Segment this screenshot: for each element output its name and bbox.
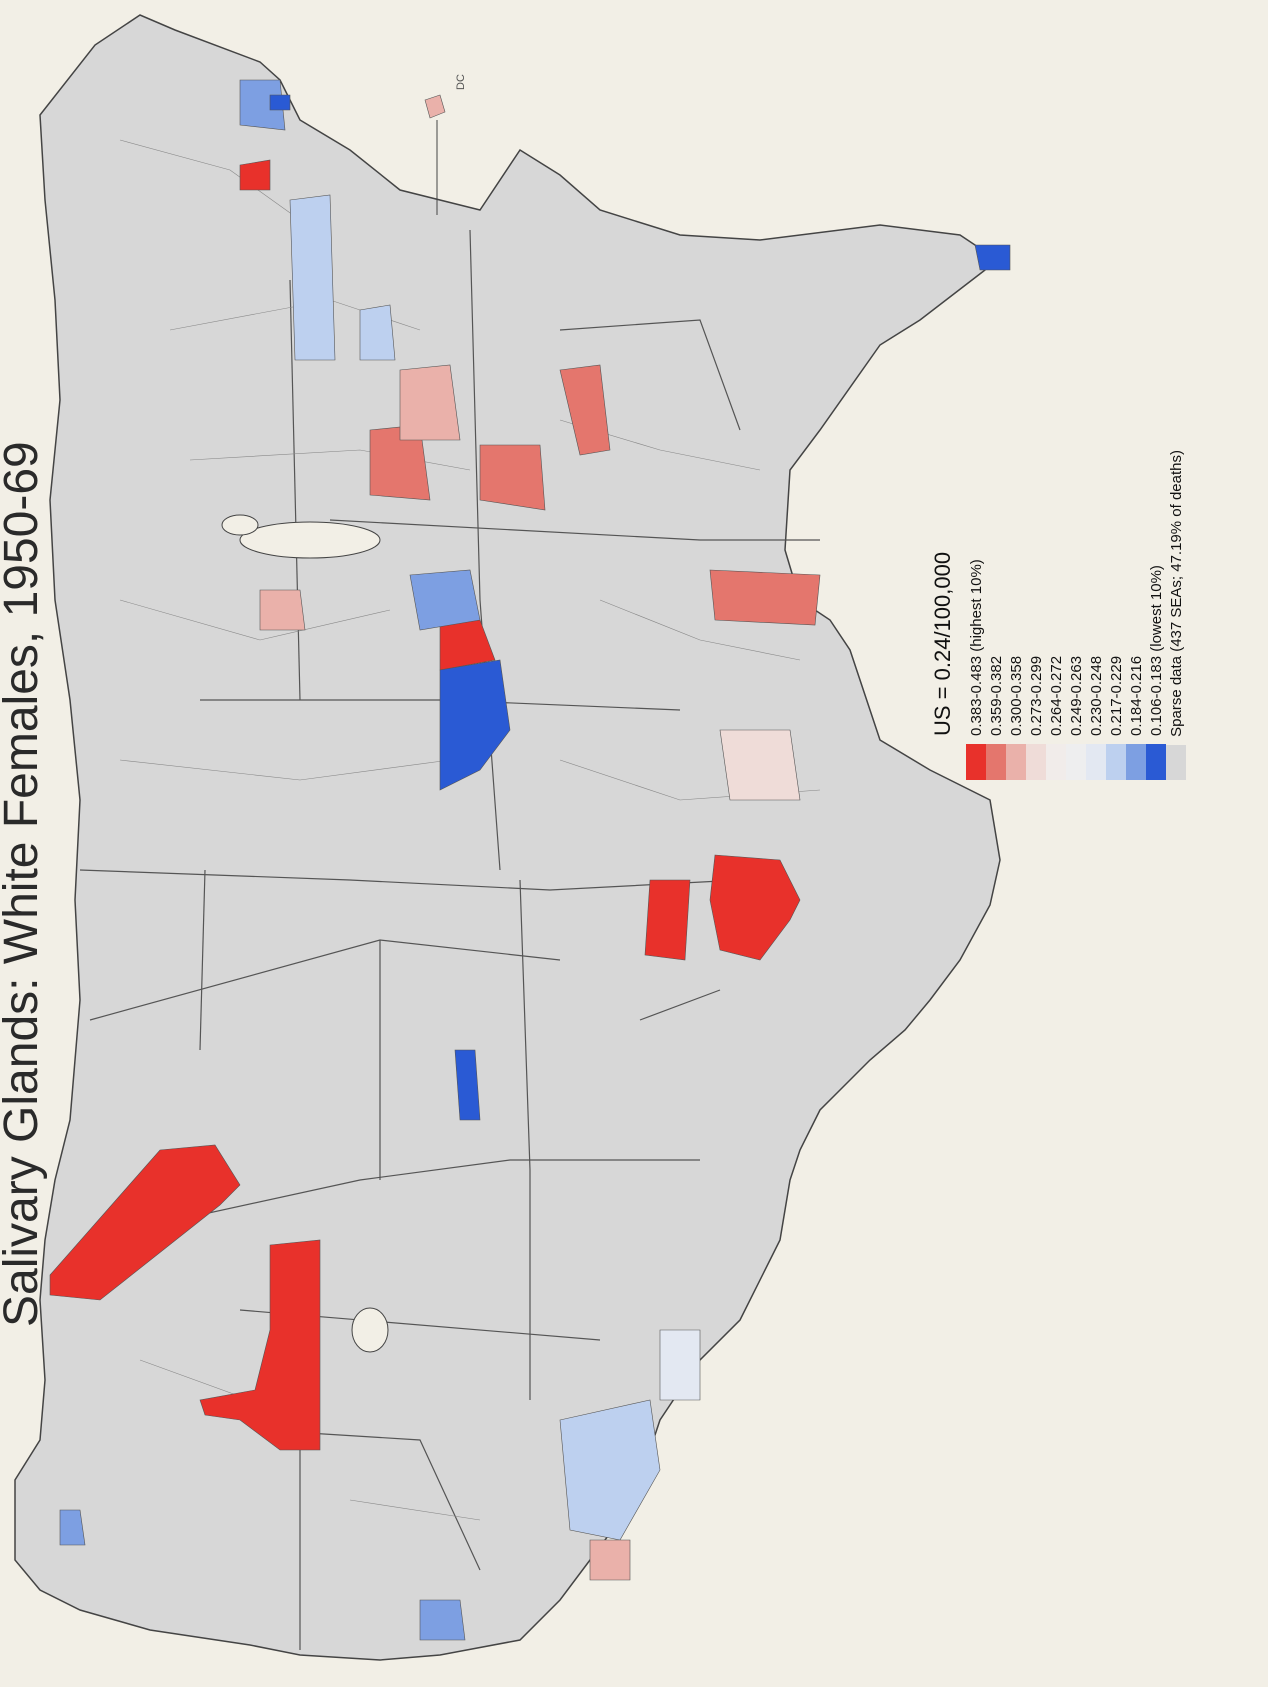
sea-light-red xyxy=(399,364,461,441)
sea-blue xyxy=(454,1049,481,1121)
legend-title: US = 0.24/100,000 xyxy=(930,551,955,736)
legend-label: 0.264-0.272 xyxy=(1047,655,1065,736)
legend-item: 0.249-0.263 xyxy=(1066,450,1086,780)
sea-pale-red xyxy=(719,729,801,801)
legend-swatch xyxy=(1046,744,1066,780)
sea-light-red xyxy=(259,589,306,631)
sea-blue xyxy=(269,94,291,111)
us-outline xyxy=(14,14,1001,1661)
legend-item: 0.273-0.299 xyxy=(1026,450,1046,780)
sea-light-blue xyxy=(559,1399,661,1541)
legend-label: 0.383-0.483 (highest 10%) xyxy=(967,559,985,736)
legend-label: 0.359-0.382 xyxy=(987,655,1005,736)
sea-blue xyxy=(974,244,1011,271)
sea-mid-red xyxy=(559,364,611,456)
sea-pale xyxy=(659,1329,701,1401)
legend-swatch xyxy=(966,744,986,780)
legend-label: 0.273-0.299 xyxy=(1027,655,1045,736)
sea-mid-blue xyxy=(419,1599,466,1641)
legend-item: 0.184-0.216 xyxy=(1126,450,1146,780)
legend-swatch xyxy=(1166,744,1186,780)
sea-light-blue xyxy=(359,304,396,361)
legend-item: 0.230-0.248 xyxy=(1086,450,1106,780)
sea-red xyxy=(49,1144,241,1301)
sea-mid-red xyxy=(479,444,546,511)
legend-label: 0.217-0.229 xyxy=(1107,655,1125,736)
legend-swatch xyxy=(1066,744,1086,780)
legend-item: 0.106-0.183 (lowest 10%) xyxy=(1146,450,1166,780)
sea-light-blue xyxy=(289,194,336,361)
legend-swatch xyxy=(1126,744,1146,780)
legend-item: 0.217-0.229 xyxy=(1106,450,1126,780)
legend-label: 0.230-0.248 xyxy=(1087,655,1105,736)
sea-red xyxy=(239,159,271,191)
legend-item: Sparse data (437 SEAs; 47.19% of deaths) xyxy=(1166,450,1186,780)
legend-swatch xyxy=(1006,744,1026,780)
legend-label: 0.249-0.263 xyxy=(1067,655,1085,736)
seas xyxy=(49,79,1011,1641)
legend-item: 0.383-0.483 (highest 10%) xyxy=(966,450,986,780)
sea-mid-blue xyxy=(59,1509,86,1546)
legend-swatch xyxy=(1146,744,1166,780)
legend: US = 0.24/100,000 0.383-0.483 (highest 1… xyxy=(930,450,1250,780)
sea-mid-blue xyxy=(239,79,286,131)
sea-red xyxy=(644,879,691,961)
sea-mid-red xyxy=(709,569,821,626)
sea-red xyxy=(709,854,801,961)
legend-swatch xyxy=(1106,744,1126,780)
legend-swatch xyxy=(1086,744,1106,780)
dc-label: DC xyxy=(455,74,467,90)
legend-label: Sparse data (437 SEAs; 47.19% of deaths) xyxy=(1167,450,1185,737)
lakes xyxy=(221,514,389,1353)
legend-label: 0.106-0.183 (lowest 10%) xyxy=(1147,565,1165,736)
sea-dc xyxy=(424,94,446,119)
legend-label: 0.300-0.358 xyxy=(1007,655,1025,736)
legend-item: 0.264-0.272 xyxy=(1046,450,1066,780)
sea-light-red xyxy=(589,1539,631,1581)
legend-swatch xyxy=(1026,744,1046,780)
legend-swatch xyxy=(986,744,1006,780)
legend-item: 0.359-0.382 xyxy=(986,450,1006,780)
sea-mid-blue xyxy=(409,569,481,631)
legend-item: 0.300-0.358 xyxy=(1006,450,1026,780)
sea-blue xyxy=(439,659,511,791)
sea-red xyxy=(199,1239,321,1451)
legend-label: 0.184-0.216 xyxy=(1127,655,1145,736)
